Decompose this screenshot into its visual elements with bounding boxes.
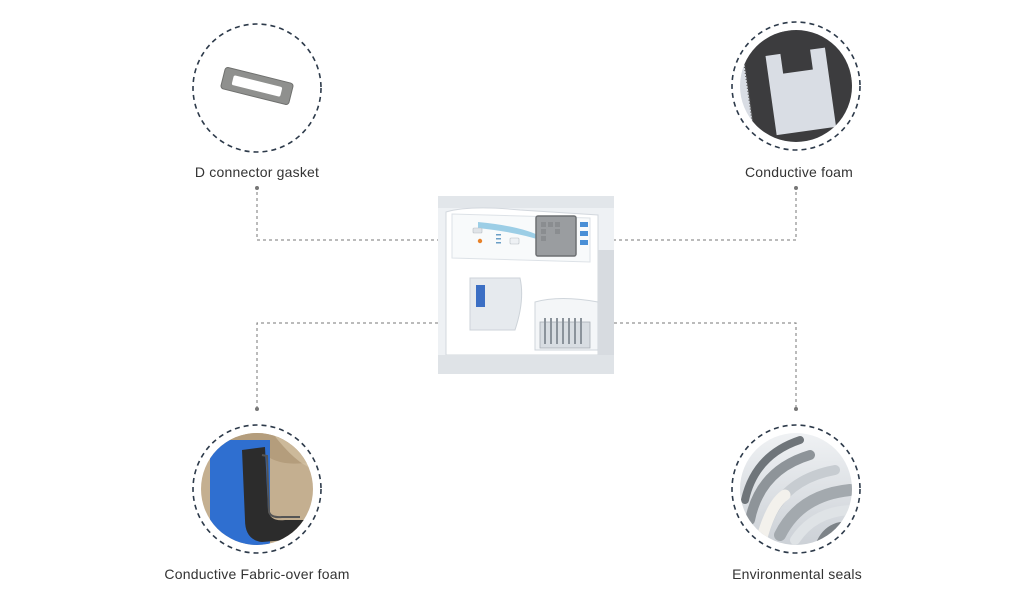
connector-dot-tl bbox=[255, 186, 259, 190]
connector-bottom-right bbox=[614, 322, 797, 409]
connector-top-right bbox=[614, 186, 797, 241]
label-environmental-seals: Environmental seals bbox=[732, 566, 862, 582]
connector-bottom-left bbox=[256, 322, 438, 409]
label-conductive-foam: Conductive foam bbox=[744, 164, 854, 180]
connector-dot-tr bbox=[794, 186, 798, 190]
connector-dots bbox=[255, 186, 798, 411]
node-top-left bbox=[192, 23, 322, 153]
node-ring-bottom-left bbox=[192, 424, 322, 554]
node-ring-top-left bbox=[192, 23, 322, 153]
node-top-right bbox=[731, 21, 861, 151]
connector-lines bbox=[256, 186, 797, 409]
medical-analyzer-icon bbox=[438, 196, 614, 374]
node-bottom-right bbox=[731, 424, 861, 554]
node-ring-top-right bbox=[731, 21, 861, 151]
environmental-seals-icon bbox=[740, 433, 852, 545]
fabric-over-foam-icon bbox=[201, 433, 313, 545]
d-connector-gasket-icon bbox=[201, 32, 313, 144]
node-ring-bottom-right bbox=[731, 424, 861, 554]
label-d-connector-gasket: D connector gasket bbox=[194, 164, 320, 180]
label-fabric-over-foam: Conductive Fabric-over foam bbox=[164, 566, 350, 582]
connector-top-left bbox=[256, 186, 438, 241]
connector-dot-br bbox=[794, 407, 798, 411]
conductive-foam-icon bbox=[740, 30, 852, 142]
node-bottom-left bbox=[192, 424, 322, 554]
connector-dot-bl bbox=[255, 407, 259, 411]
